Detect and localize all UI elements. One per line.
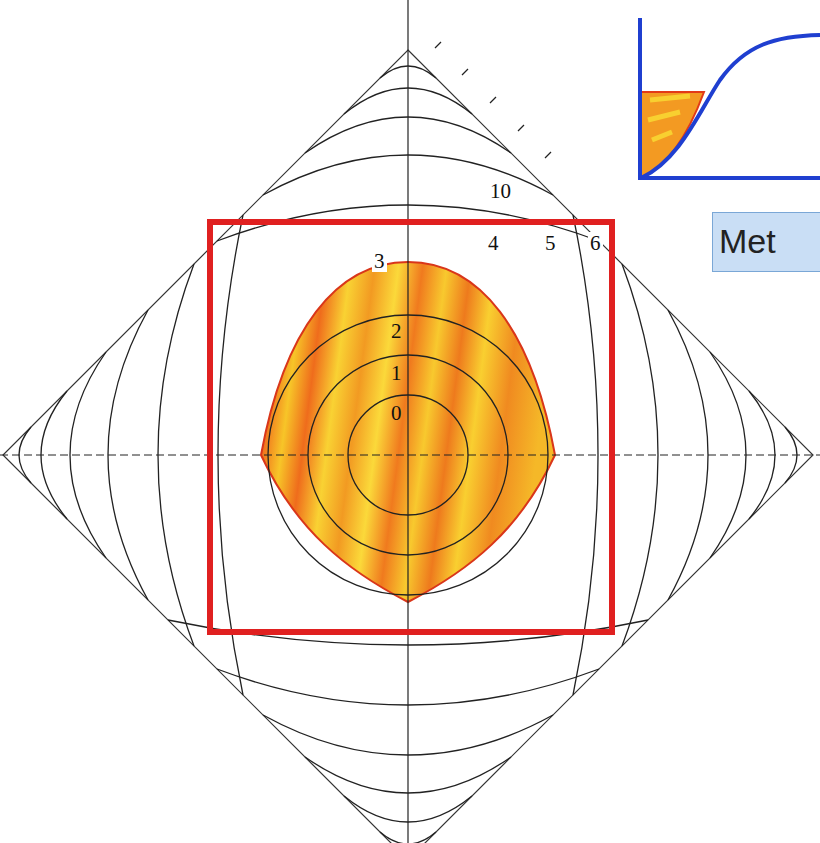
callout-number: 5 xyxy=(543,232,558,254)
callout-number: 3 xyxy=(372,250,387,272)
vertical-axis xyxy=(407,0,408,843)
callout-number: 1 xyxy=(389,362,404,384)
callout-number: 2 xyxy=(389,320,404,342)
callout-number: 4 xyxy=(486,232,501,254)
callout-number: 0 xyxy=(389,402,404,424)
callout-number: 10 xyxy=(488,180,513,202)
box-title: Met xyxy=(719,222,820,261)
red-square xyxy=(210,222,612,632)
callout-number: 6 xyxy=(588,232,603,254)
title-box: Met xyxy=(712,212,820,272)
horizontal-axis xyxy=(0,455,820,456)
inset-chart xyxy=(640,18,820,178)
